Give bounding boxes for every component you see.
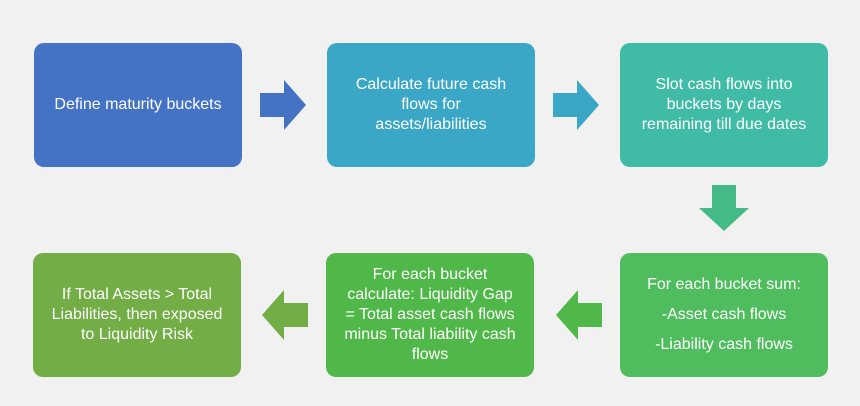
step-liquidity-gap: For each bucket calculate: Liquidity Gap… bbox=[326, 253, 534, 377]
step-calculate-cash-flows: Calculate future cash flows for assets/l… bbox=[327, 43, 535, 167]
step-text-line: flows for bbox=[401, 96, 461, 113]
arrow-down-icon bbox=[699, 185, 749, 231]
step-text-line: calculate: Liquidity Gap bbox=[347, 286, 513, 303]
step-text-line: -Liability cash flows bbox=[655, 336, 793, 353]
step-text-line: = Total asset cash flows bbox=[345, 306, 515, 323]
step-text-line: Calculate future cash bbox=[355, 76, 507, 93]
step-text-line: For each bucket sum: bbox=[647, 276, 801, 293]
step-text-line: For each bucket bbox=[372, 266, 488, 283]
step-text-line: to Liquidity Risk bbox=[80, 326, 194, 343]
step-define-maturity-buckets: Define maturity buckets bbox=[34, 43, 242, 167]
step-text-line: If Total Assets > Total bbox=[61, 286, 213, 303]
step-text-line: Liabilities, then exposed bbox=[51, 306, 223, 323]
step-text-line: Define maturity buckets bbox=[54, 96, 222, 113]
step-text-line: -Asset cash flows bbox=[661, 306, 787, 323]
arrow-left-icon bbox=[556, 290, 602, 340]
step-liquidity-risk: If Total Assets > Total Liabilities, the… bbox=[33, 253, 241, 377]
step-text-line: buckets by days bbox=[666, 96, 782, 113]
step-slot-cash-flows: Slot cash flows into buckets by days rem… bbox=[620, 43, 828, 167]
arrow-left-icon bbox=[262, 290, 308, 340]
arrow-right-icon bbox=[553, 80, 599, 130]
step-text-line: flows bbox=[411, 346, 449, 363]
step-bucket-sum: For each bucket sum: -Asset cash flows -… bbox=[620, 253, 828, 377]
step-text-line: minus Total liability cash bbox=[344, 326, 516, 343]
step-text-line: Slot cash flows into bbox=[655, 76, 793, 93]
arrow-right-icon bbox=[260, 80, 306, 130]
step-text-line: remaining till due dates bbox=[641, 116, 807, 133]
step-text-line: assets/liabilities bbox=[375, 116, 487, 133]
